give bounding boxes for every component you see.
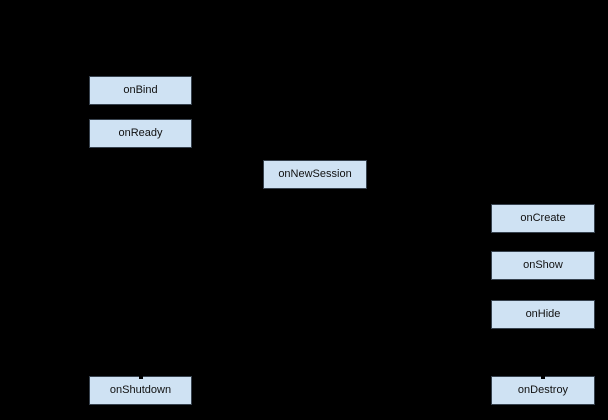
node-label: onBind (123, 84, 158, 96)
node-onready: onReady (89, 119, 192, 148)
node-onhide: onHide (491, 300, 595, 329)
node-label: onHide (525, 308, 561, 320)
node-onshutdown: onShutdown (89, 376, 192, 405)
node-ondestroy: onDestroy (491, 376, 595, 405)
node-label: onShutdown (109, 384, 172, 396)
node-label: onCreate (520, 212, 566, 224)
node-label: onReady (118, 127, 163, 139)
node-onbind: onBind (89, 76, 192, 105)
node-onshow: onShow (491, 251, 595, 280)
node-label: onNewSession (278, 168, 352, 180)
node-oncreate: onCreate (491, 204, 595, 233)
node-label: onShow (523, 259, 563, 271)
node-label: onDestroy (517, 384, 569, 396)
node-onnewsession: onNewSession (263, 160, 367, 189)
